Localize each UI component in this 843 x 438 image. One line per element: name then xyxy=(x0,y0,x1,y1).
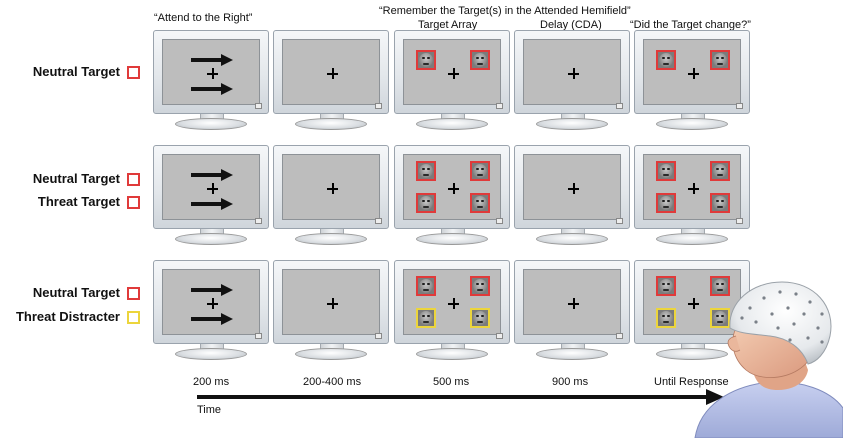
face-stimulus-icon xyxy=(656,161,676,181)
monitor-delay-row1 xyxy=(514,30,630,130)
monitor-fixation-row1 xyxy=(273,30,389,130)
neutral-target-swatch xyxy=(127,173,140,186)
fixation-cross-icon xyxy=(327,298,338,309)
right-arrow-icon xyxy=(191,169,233,181)
right-arrow-icon xyxy=(191,313,233,325)
monitor-cue-row2 xyxy=(153,145,269,245)
fixation-cross-icon xyxy=(207,68,218,79)
fixation-cross-icon xyxy=(207,183,218,194)
face-stimulus-icon xyxy=(416,308,436,328)
monitor-delay-row3 xyxy=(514,260,630,360)
monitor-target-array-row2 xyxy=(394,145,510,245)
fixation-cross-icon xyxy=(448,183,459,194)
col3-caption: Target Array xyxy=(418,19,478,31)
monitor-target-array-row3 xyxy=(394,260,510,360)
face-stimulus-icon xyxy=(656,276,676,296)
fixation-cross-icon xyxy=(448,298,459,309)
fixation-cross-icon xyxy=(688,68,699,79)
right-arrow-icon xyxy=(191,54,233,66)
monitor-test-row3 xyxy=(634,260,750,360)
row2-label-threat-target: Threat Target xyxy=(37,194,120,209)
monitor-test-row2 xyxy=(634,145,750,245)
face-stimulus-icon xyxy=(470,161,490,181)
right-arrow-icon xyxy=(191,284,233,296)
fixation-cross-icon xyxy=(327,183,338,194)
monitor-fixation-row3 xyxy=(273,260,389,360)
fixation-cross-icon xyxy=(207,298,218,309)
monitor-fixation-row2 xyxy=(273,145,389,245)
face-stimulus-icon xyxy=(470,276,490,296)
face-stimulus-icon xyxy=(470,308,490,328)
face-stimulus-icon xyxy=(710,276,730,296)
timing-label-1: 200 ms xyxy=(193,376,230,388)
eeg-cap-head-icon xyxy=(694,281,843,438)
timing-label-3: 500 ms xyxy=(433,376,470,388)
fixation-cross-icon xyxy=(688,183,699,194)
fixation-cross-icon xyxy=(327,68,338,79)
row3-label-neutral-target: Neutral Target xyxy=(32,285,120,300)
threat-distracter-swatch xyxy=(127,311,140,324)
face-stimulus-icon xyxy=(656,308,676,328)
fixation-cross-icon xyxy=(568,298,579,309)
face-stimulus-icon xyxy=(416,193,436,213)
neutral-target-swatch xyxy=(127,287,140,300)
row2-label-neutral-target: Neutral Target xyxy=(32,171,120,186)
face-stimulus-icon xyxy=(656,50,676,70)
monitor-cue-row3 xyxy=(153,260,269,360)
monitor-test-row1 xyxy=(634,30,750,130)
group-caption: “Remember the Target(s) in the Attended … xyxy=(379,5,631,17)
right-arrow-icon xyxy=(191,83,233,95)
right-arrow-icon xyxy=(191,198,233,210)
monitor-target-array-row1 xyxy=(394,30,510,130)
face-stimulus-icon xyxy=(470,193,490,213)
neutral-target-swatch xyxy=(127,66,140,79)
row1-label-neutral-target: Neutral Target xyxy=(32,64,120,79)
face-stimulus-icon xyxy=(416,161,436,181)
timeline-arrow xyxy=(197,395,709,399)
face-stimulus-icon xyxy=(416,276,436,296)
col5-caption: “Did the Target change?” xyxy=(630,19,751,31)
face-stimulus-icon xyxy=(710,161,730,181)
timing-label-5: Until Response xyxy=(654,376,729,388)
monitor-cue-row1 xyxy=(153,30,269,130)
fixation-cross-icon xyxy=(688,298,699,309)
face-stimulus-icon xyxy=(470,50,490,70)
face-stimulus-icon xyxy=(710,50,730,70)
timeline-label: Time xyxy=(197,404,222,416)
col4-caption: Delay (CDA) xyxy=(540,19,602,31)
face-stimulus-icon xyxy=(416,50,436,70)
timing-label-4: 900 ms xyxy=(552,376,589,388)
threat-target-swatch xyxy=(127,196,140,209)
fixation-cross-icon xyxy=(568,68,579,79)
col1-caption: “Attend to the Right” xyxy=(154,12,253,24)
fixation-cross-icon xyxy=(568,183,579,194)
monitor-delay-row2 xyxy=(514,145,630,245)
timing-label-2: 200-400 ms xyxy=(303,376,362,388)
face-stimulus-icon xyxy=(656,193,676,213)
row3-label-threat-distracter: Threat Distracter xyxy=(15,309,120,324)
fixation-cross-icon xyxy=(448,68,459,79)
face-stimulus-icon xyxy=(710,193,730,213)
face-stimulus-icon xyxy=(710,308,730,328)
